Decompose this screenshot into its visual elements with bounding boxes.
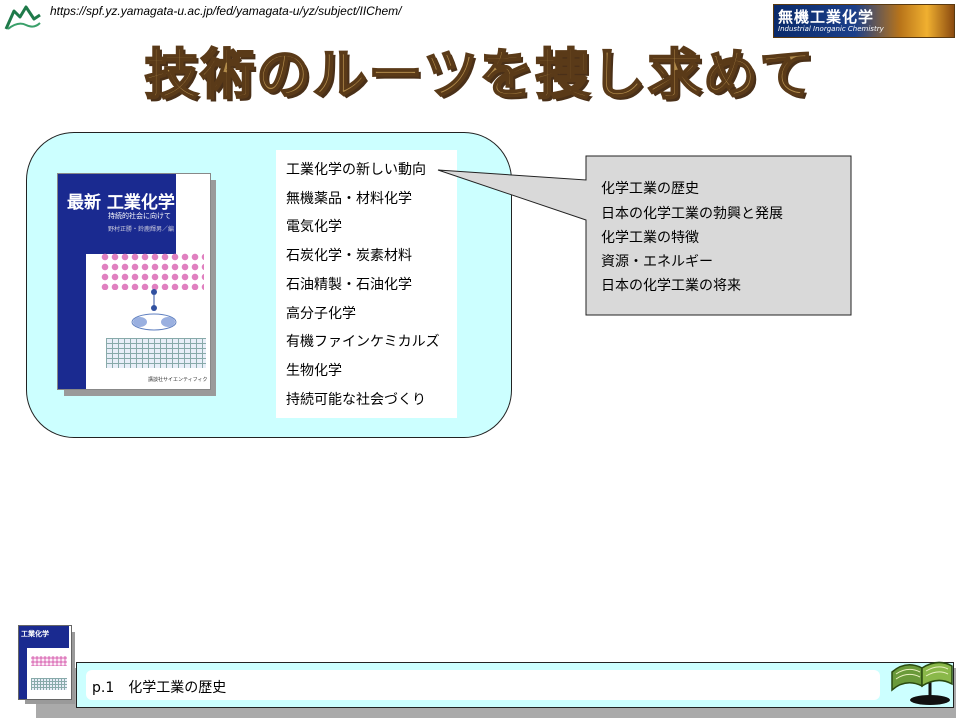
book-subtitle: 持続的社会に向けて: [108, 212, 171, 220]
callout-item: 日本の化学工業の将来: [601, 278, 741, 294]
footer-label-box: p.1 化学工業の歴史: [86, 670, 880, 700]
open-book-icon: [891, 661, 953, 705]
university-logo-icon: [4, 5, 41, 30]
book-authors: 野村正勝・鈴鹿輝男／編: [108, 226, 175, 233]
page-url: https://spf.yz.yamagata-u.ac.jp/fed/yama…: [50, 4, 402, 18]
callout-item: 化学工業の特徴: [601, 230, 699, 246]
callout-box: [437, 155, 852, 316]
mini-book-cover: 工業化学: [18, 625, 72, 700]
callout-item: 資源・エネルギー: [601, 254, 713, 270]
page-label: p.1 化学工業の歴史: [92, 680, 227, 696]
toc-item: 石油精製・石油化学: [286, 277, 412, 293]
toc-item: 生物化学: [286, 363, 342, 379]
molecule-pattern: [100, 252, 204, 290]
toc-item: 高分子化学: [286, 306, 356, 322]
toc-item: 有機ファインケミカルズ: [286, 334, 440, 350]
toc-item: 電気化学: [286, 219, 342, 235]
banner-title: 無機工業化学: [778, 8, 875, 26]
table-of-contents: 工業化学の新しい動向 無機薬品・材料化学 電気化学 石炭化学・炭素材料 石油精製…: [276, 150, 457, 418]
toc-item: 石炭化学・炭素材料: [286, 248, 412, 264]
mini-book-title: 工業化学: [21, 630, 49, 638]
toc-item: 無機薬品・材料化学: [286, 191, 412, 207]
book-title: 最新 工業化学: [67, 193, 175, 213]
book-publisher: 講談社サイエンティフィク: [148, 377, 208, 383]
toc-item: 持続可能な社会づくり: [286, 392, 426, 408]
callout-item: 化学工業の歴史: [601, 181, 699, 197]
callout-item: 日本の化学工業の勃興と発展: [601, 206, 783, 222]
table-pattern: [106, 338, 206, 368]
banner-subtitle: Industrial Inorganic Chemistry: [778, 25, 884, 33]
book-cover: 最新 工業化学 持続的社会に向けて 野村正勝・鈴鹿輝男／編 講談社サイエンティフ…: [57, 173, 211, 390]
slide-title: 技術のルーツを捜し求めて: [144, 42, 816, 107]
molecule-diagram-icon: [131, 289, 177, 331]
course-banner: 無機工業化学 Industrial Inorganic Chemistry: [773, 4, 955, 38]
toc-item: 工業化学の新しい動向: [286, 162, 426, 178]
